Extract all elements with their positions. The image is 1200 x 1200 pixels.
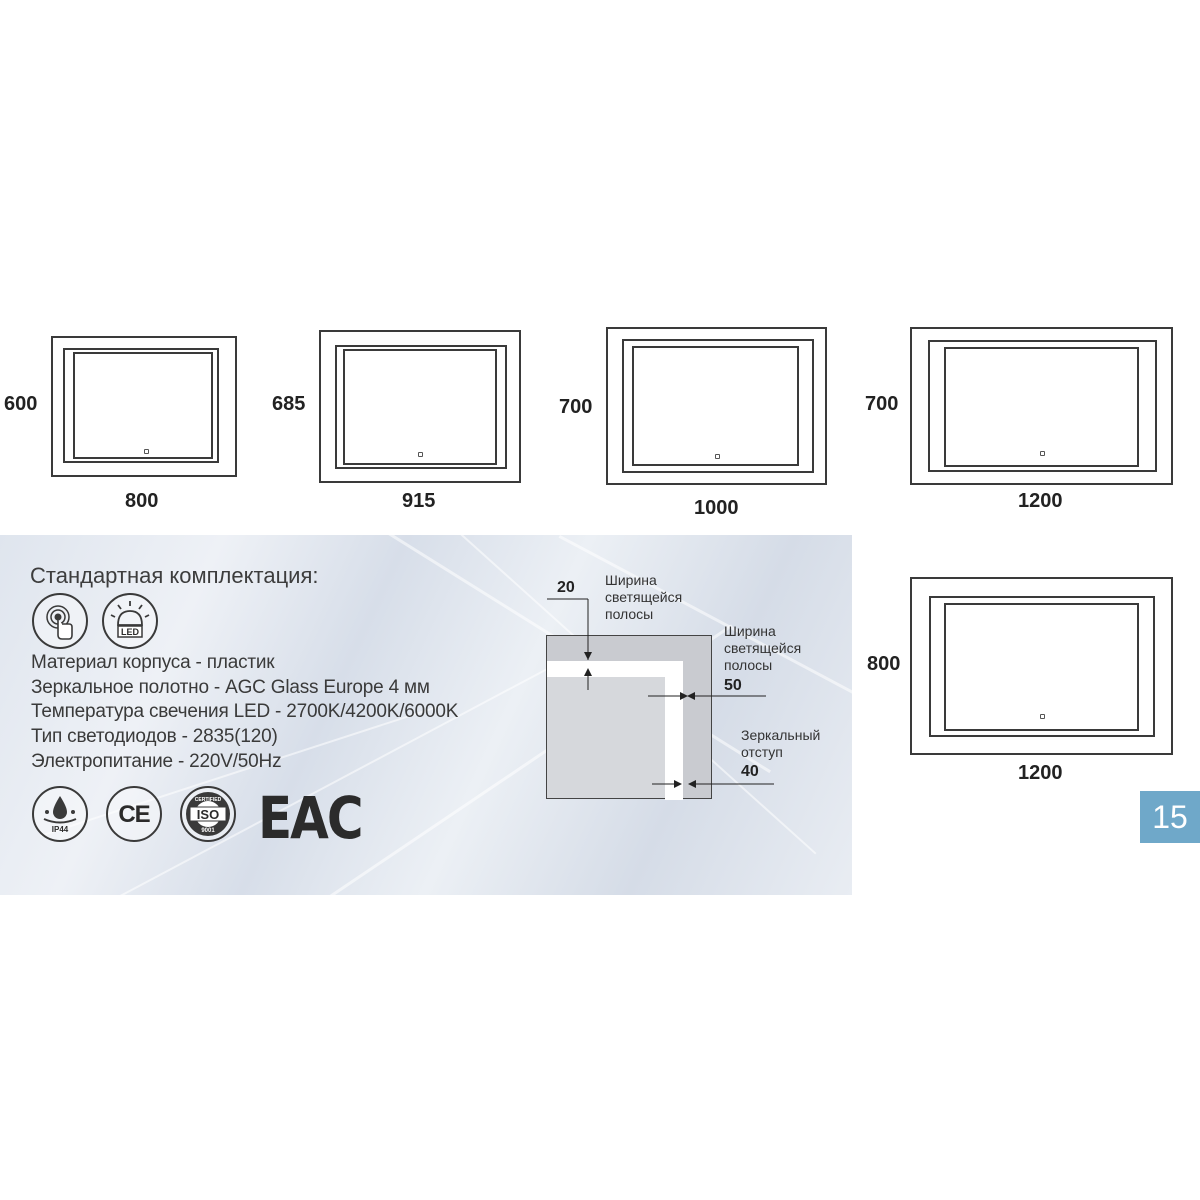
mirror-1200x700 [910,327,1173,485]
iso-9001-icon: ISO CERTIFIED 9001 [180,786,236,842]
iso-certified-label: CERTIFIED [195,797,222,803]
width-label: 1200 [1018,490,1063,512]
touch-sensor-icon [418,452,423,457]
strip-top-value: 20 [557,579,575,596]
touch-sensor-icon [32,593,88,649]
mirror-800x600 [51,336,237,477]
mirror-915x685 [319,330,521,483]
touch-sensor-icon [715,454,720,459]
height-label: 685 [272,393,306,415]
ce-label: CE [118,801,150,828]
height-label: 800 [867,653,901,675]
width-label: 1000 [694,497,739,519]
strip-detail-diagram [546,635,712,800]
ce-mark-icon: CE [106,786,162,842]
touch-sensor-icon [144,449,149,454]
mirror-1200x800 [910,577,1173,755]
touch-sensor-icon [1040,714,1045,719]
spec-line: Электропитание - 220V/50Hz [31,751,282,772]
panel-title: Стандартная комплектация: [30,563,319,588]
ip-icon-label: IP44 [52,825,69,834]
dimension-arrows [547,598,774,788]
spec-line: Температура свечения LED - 2700K/4200K/6… [31,701,459,722]
height-label: 700 [865,393,899,415]
spec-line: Тип светодиодов - 2835(120) [31,726,278,747]
height-label: 700 [559,396,593,418]
mirror-1000x700 [606,327,827,485]
iso-label: ISO [197,807,219,822]
width-label: 915 [402,490,436,512]
strip-top-label: Ширина светящейся полосы [605,572,683,622]
width-label: 1200 [1018,762,1063,784]
led-icon-label: LED [121,627,140,637]
iso-9001-label: 9001 [201,828,215,834]
ip44-water-icon: IP44 [32,786,88,842]
led-lamp-icon: LED [102,593,158,649]
height-label: 600 [4,393,38,415]
spec-line: Зеркальное полотно - AGC Glass Europe 4 … [31,677,430,698]
strip-side-value: 50 [724,677,742,694]
touch-sensor-icon [1040,451,1045,456]
page-number: 15 [1140,791,1200,843]
mirror-offset-value: 40 [741,763,759,780]
mirror-offset-label: Зеркальный отступ [741,727,821,760]
strip-side-label: Ширина светящейся полосы [724,623,802,673]
spec-line: Материал корпуса - пластик [31,652,275,673]
width-label: 800 [125,490,159,512]
eac-mark: EAC [258,785,364,852]
